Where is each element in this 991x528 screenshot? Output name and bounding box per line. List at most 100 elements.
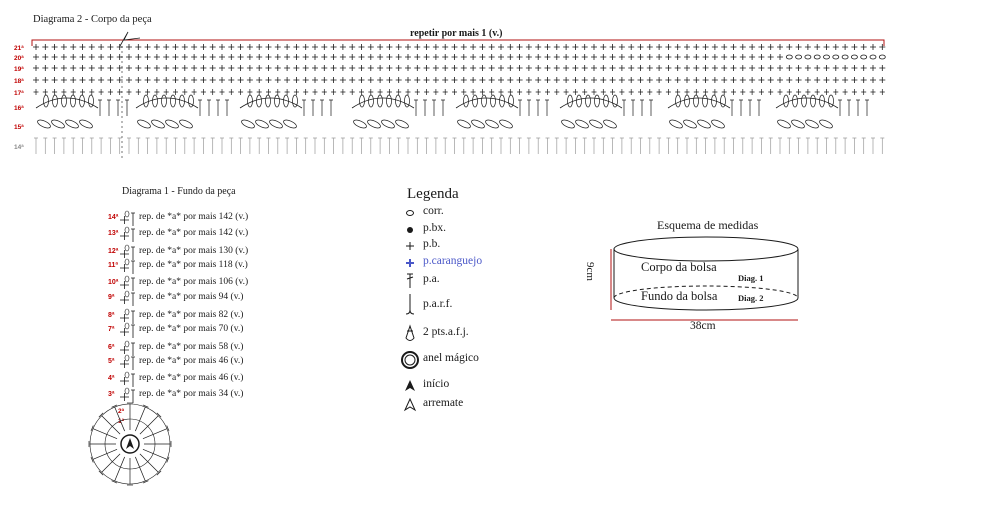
single-crochet-stitch — [581, 65, 588, 71]
single-crochet-stitch — [219, 77, 225, 83]
single-crochet-stitch — [51, 77, 58, 83]
d1-repeat-text: rep. de *a* por mais 58 (v.) — [139, 342, 244, 352]
base-tall-stitch — [182, 137, 187, 154]
single-crochet-stitch — [70, 77, 77, 83]
base-tall-stitch — [313, 137, 317, 154]
single-crochet-stitch — [739, 54, 746, 60]
single-crochet-stitch — [693, 54, 700, 60]
lower-petal — [791, 119, 805, 129]
single-crochet-stitch — [693, 89, 699, 95]
base-tall-stitch — [452, 137, 457, 154]
single-crochet-stitch — [70, 89, 76, 95]
tall-stitch — [748, 99, 752, 116]
single-crochet-stitch — [712, 89, 718, 95]
single-crochet-stitch — [153, 77, 160, 83]
single-crochet-stitch — [70, 54, 77, 60]
single-crochet-stitch — [209, 44, 216, 50]
chain-stitch — [841, 54, 849, 60]
single-crochet-stitch — [330, 65, 337, 71]
single-crochet-stitch — [731, 89, 736, 95]
base-tall-stitch — [406, 137, 410, 154]
single-crochet-stitch — [833, 89, 839, 95]
single-crochet-stitch — [711, 65, 718, 71]
column-chain — [124, 371, 130, 379]
single-crochet-stitch — [563, 77, 570, 83]
single-crochet-stitch — [98, 44, 105, 50]
cluster-icon — [405, 324, 415, 341]
single-crochet-stitch — [442, 65, 449, 71]
radial-stitch — [139, 415, 159, 435]
column-chain — [124, 387, 130, 395]
base-tall-stitch — [787, 137, 792, 154]
single-crochet-stitch — [107, 44, 114, 50]
lower-petal — [805, 119, 819, 129]
single-crochet-stitch — [386, 77, 393, 83]
single-crochet-stitch — [591, 54, 597, 60]
single-crochet-stitch — [721, 65, 728, 71]
base-tall-stitch — [592, 137, 596, 154]
base-tall-stitch — [238, 137, 243, 154]
single-crochet-stitch — [339, 54, 346, 60]
fan-petal — [161, 94, 167, 108]
base-tall-stitch — [564, 137, 569, 154]
column-tall-stitch — [131, 342, 135, 356]
d1-row-number: 3ª — [108, 391, 115, 398]
single-crochet-stitch — [163, 54, 170, 60]
single-crochet-stitch — [42, 44, 49, 50]
single-crochet-stitch — [451, 65, 458, 71]
column-stitch — [120, 314, 129, 322]
single-crochet-stitch — [200, 65, 207, 71]
single-crochet-stitch — [228, 77, 235, 83]
column-tall-stitch — [131, 228, 135, 242]
single-crochet-stitch — [600, 54, 607, 60]
single-crochet-stitch — [330, 54, 337, 60]
single-crochet-stitch — [33, 44, 39, 50]
radial-stitch — [114, 456, 125, 482]
base-tall-stitch — [694, 137, 699, 154]
single-crochet-stitch — [498, 65, 504, 71]
diagram1-chart: 2ª1ª — [88, 210, 172, 486]
single-crochet-stitch — [777, 54, 783, 60]
base-tall-stitch — [880, 137, 885, 154]
single-crochet-stitch — [842, 44, 849, 50]
single-crochet-stitch — [98, 65, 105, 71]
single-crochet-stitch — [80, 89, 85, 95]
single-crochet-stitch — [507, 65, 514, 71]
filled-arrow-icon — [405, 380, 415, 391]
base-tall-stitch — [517, 137, 522, 154]
single-crochet-stitch — [637, 44, 644, 50]
fan-petal — [481, 94, 487, 108]
circle-icon — [406, 210, 414, 216]
fan-petal — [274, 94, 280, 108]
single-crochet-stitch — [758, 77, 765, 83]
single-crochet-stitch — [479, 54, 486, 60]
base-tall-stitch — [303, 137, 308, 154]
single-crochet-stitch — [674, 44, 681, 50]
single-crochet-stitch — [405, 54, 411, 60]
repeat-bracket — [31, 31, 885, 47]
single-crochet-stitch — [674, 77, 681, 83]
single-crochet-stitch — [51, 44, 58, 50]
inner-row-number: 1ª — [118, 418, 125, 425]
radial-stitch-top — [156, 470, 162, 476]
single-crochet-stitch — [452, 89, 457, 95]
single-crochet-stitch — [553, 44, 560, 50]
single-crochet-stitch — [182, 89, 188, 95]
single-crochet-stitch — [628, 77, 635, 83]
column-stitch — [120, 264, 129, 272]
single-crochet-stitch — [860, 44, 867, 50]
single-crochet-stitch — [749, 44, 756, 50]
lower-petal — [777, 119, 791, 129]
base-tall-stitch — [629, 137, 634, 154]
single-crochet-stitch — [60, 77, 67, 83]
base-tall-stitch — [71, 137, 76, 154]
tall-stitch — [545, 99, 549, 116]
single-crochet-stitch — [442, 44, 449, 50]
legend-symbols — [401, 210, 419, 412]
base-tall-stitch — [750, 137, 755, 154]
single-crochet-stitch — [312, 65, 318, 71]
single-crochet-stitch — [321, 54, 328, 60]
legend-label: p.a.r.f. — [423, 298, 453, 310]
single-crochet-stitch — [777, 89, 783, 95]
